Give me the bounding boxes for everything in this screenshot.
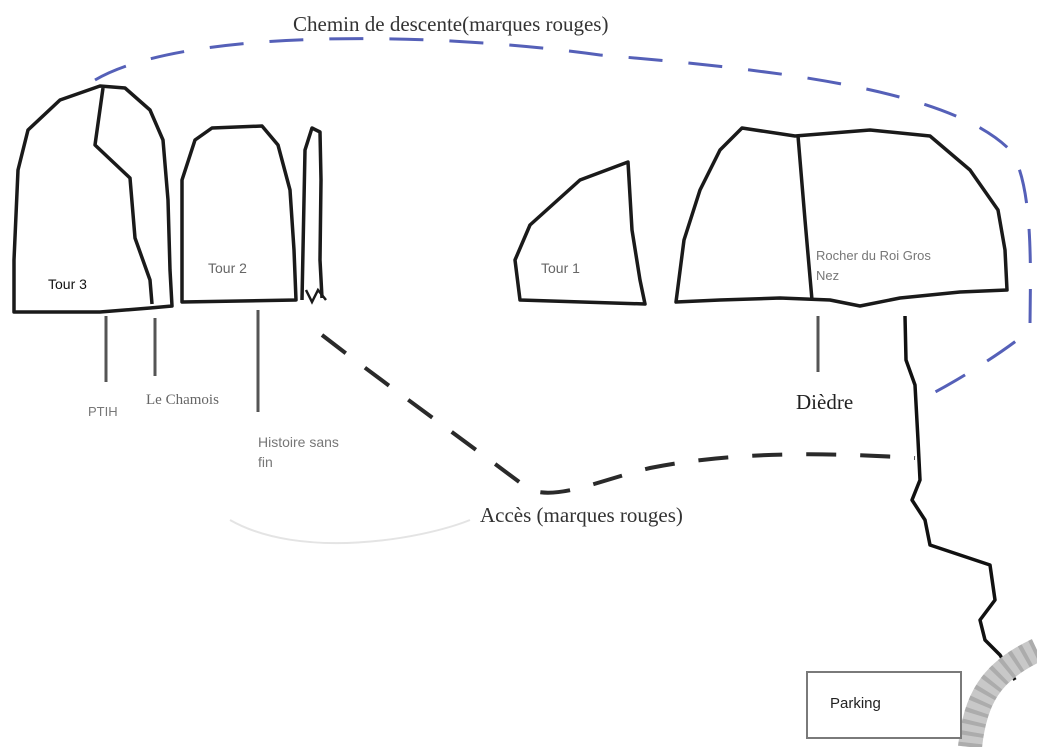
tour1-outline [513, 160, 647, 306]
tour2-label: Tour 2 [208, 260, 247, 276]
descent-path-label: Chemin de descente(marques rouges) [293, 12, 609, 36]
parking-label: Parking [830, 695, 881, 712]
pillar-base-scribble [304, 287, 327, 305]
rocher-label: Rocher du Roi Gros Nez [816, 248, 931, 283]
road-texture [958, 639, 1037, 747]
tour3-outline [12, 84, 174, 314]
diedre-line [796, 135, 814, 301]
histoire-sans-fin-label: Histoire sans fin [258, 434, 339, 470]
parking-box [806, 671, 962, 739]
tour3-label: Tour 3 [48, 276, 87, 292]
access-path-label: Accès (marques rouges) [480, 503, 683, 527]
tour3-crack [93, 87, 154, 305]
ptih-label: PTIH [88, 404, 118, 419]
rocher-outline [674, 126, 1009, 308]
tour1-label: Tour 1 [541, 260, 580, 276]
faint-guide-line [229, 519, 471, 545]
descent-path [94, 37, 1032, 402]
diedre-label: Dièdre [796, 390, 854, 414]
thin-pillar-outline [300, 126, 324, 301]
tour2-outline [180, 124, 298, 304]
le-chamois-label: Le Chamois [146, 392, 219, 408]
trail-to-parking [903, 315, 1017, 681]
